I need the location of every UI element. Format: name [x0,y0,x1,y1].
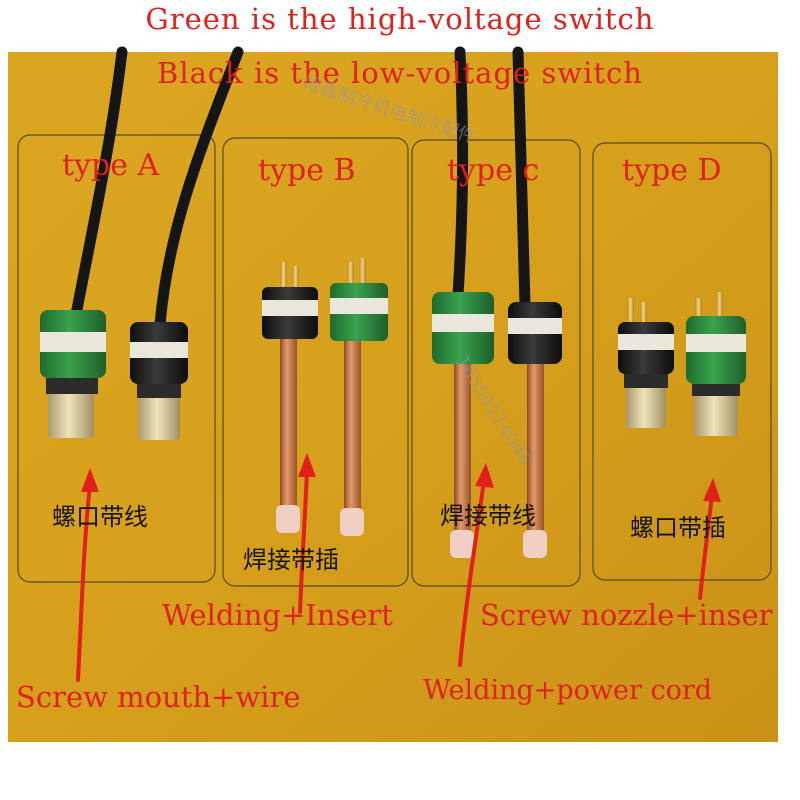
red-arrows [76,468,714,682]
cn-label-d: 螺口带插 [630,514,726,542]
label-type-d: type D [622,153,722,188]
cn-label-b: 焊接带插 [243,546,339,574]
switch-c-green [432,292,494,558]
switch-a-black [130,322,188,440]
label-type-a: type A [62,148,160,183]
switch-b-black [262,262,318,533]
black-cables [69,46,531,331]
switch-b-green [330,258,388,536]
frame-type-d [592,142,772,581]
cn-label-a: 螺口带线 [52,503,148,531]
label-type-c: type c [447,153,540,188]
caption-welding-insert: Welding+Insert [162,598,393,632]
caption-screw-mouth-wire: Screw mouth+wire [16,680,301,714]
label-type-b: type B [258,153,356,188]
switch-a-green [40,310,106,438]
switch-d-black [618,298,674,428]
caption-screw-nozzle-insert: Screw nozzle+inser [480,598,773,632]
frame-type-a [17,134,216,583]
caption-welding-power-cord: Welding+power cord [423,675,713,706]
title-high-voltage: Green is the high-voltage switch [145,2,655,36]
frame-type-c [411,139,581,587]
title-low-voltage: Black is the low-voltage switch [157,56,643,90]
switch-d-green [686,292,746,436]
switch-c-black [508,302,562,558]
frame-type-b [222,137,409,587]
arrow-heads [81,453,721,502]
cn-label-c: 焊接带线 [440,502,536,530]
